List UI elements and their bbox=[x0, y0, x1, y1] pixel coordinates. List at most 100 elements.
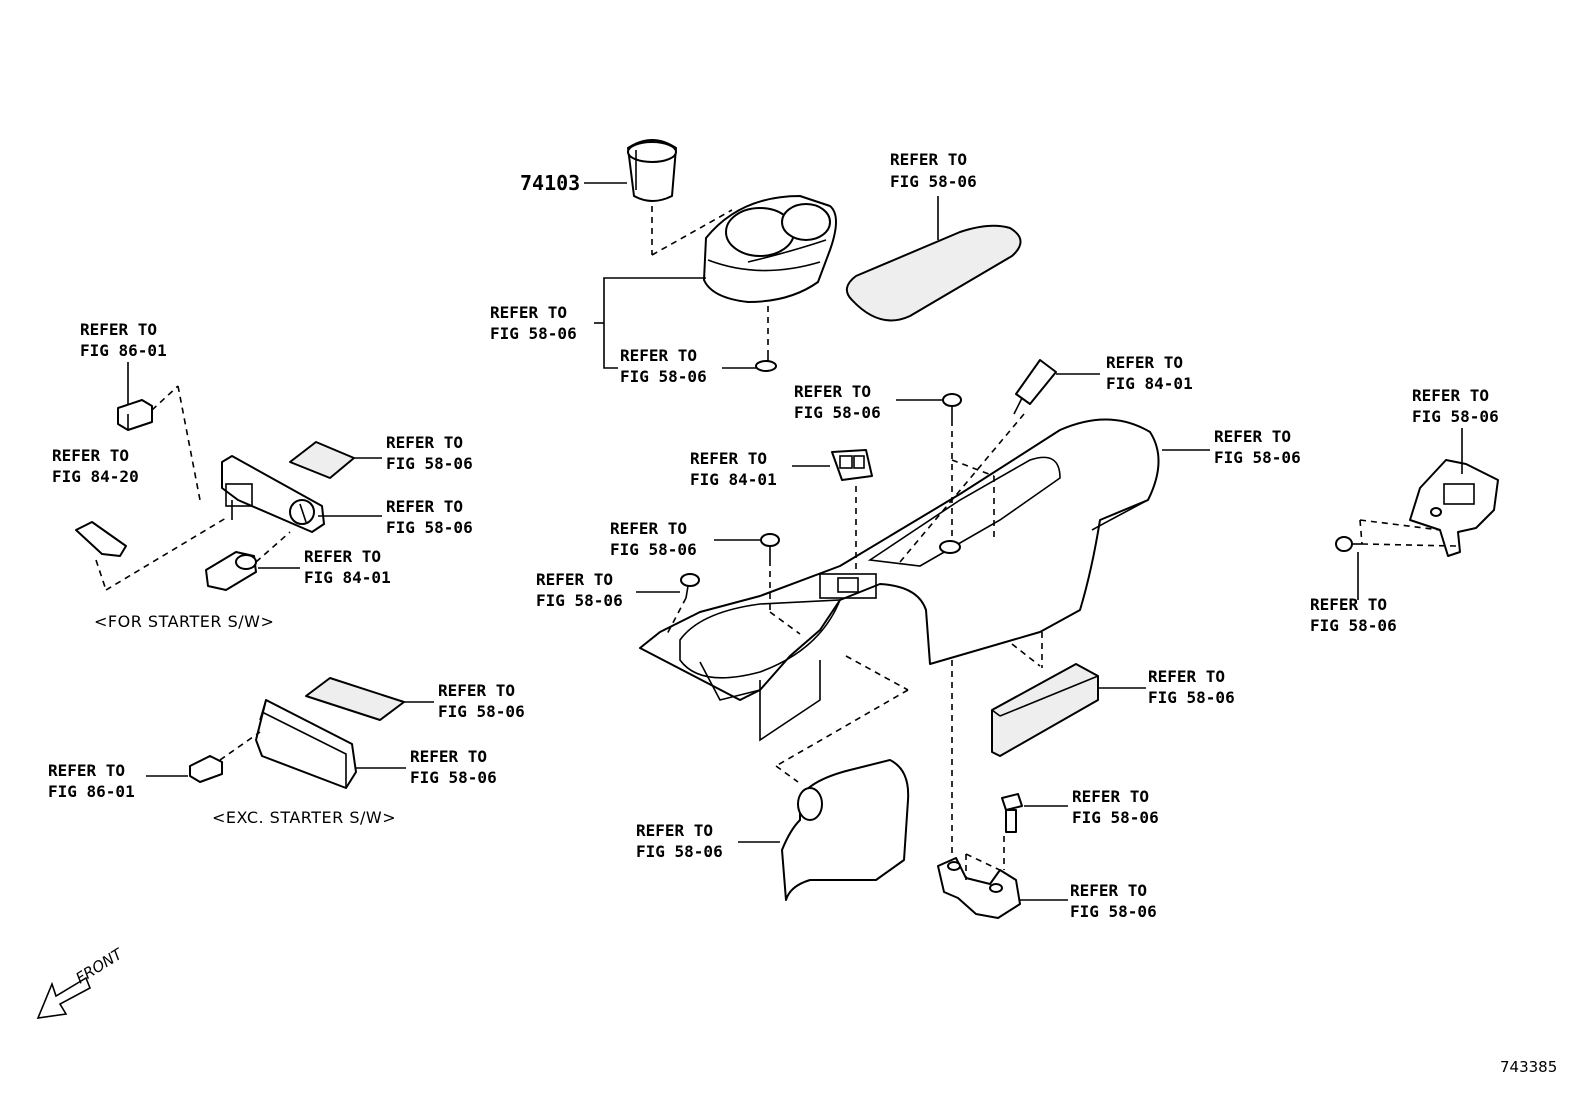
callout-right-bracket: REFER TO FIG 58-06 bbox=[1412, 386, 1499, 426]
shift-boot[interactable] bbox=[781, 759, 910, 901]
svg-text:FIG 58-06: FIG 58-06 bbox=[794, 403, 881, 422]
svg-text:REFER TO: REFER TO bbox=[386, 433, 463, 452]
svg-text:FIG 84-20: FIG 84-20 bbox=[52, 467, 139, 486]
callout-top-connector: REFER TO FIG 84-01 bbox=[1106, 353, 1193, 393]
svg-text:FIG 58-06: FIG 58-06 bbox=[890, 172, 977, 191]
callout-bottom-bracket: REFER TO FIG 58-06 bbox=[1070, 881, 1157, 921]
console-box[interactable] bbox=[639, 418, 1160, 742]
bottom-bracket[interactable] bbox=[937, 857, 1021, 919]
starter-panel[interactable] bbox=[221, 455, 325, 533]
svg-text:FIG 58-06: FIG 58-06 bbox=[1412, 407, 1499, 426]
callout-screw-left-1: REFER TO FIG 58-06 bbox=[610, 519, 697, 559]
svg-text:REFER TO: REFER TO bbox=[48, 761, 125, 780]
exc-box[interactable] bbox=[255, 699, 357, 789]
callout-boot: REFER TO FIG 58-06 bbox=[636, 821, 723, 861]
front-label: FRONT bbox=[73, 944, 128, 987]
svg-text:FIG 84-01: FIG 84-01 bbox=[1106, 374, 1193, 393]
callout-84-20: REFER TO FIG 84-20 bbox=[52, 446, 139, 486]
svg-text:FIG 58-06: FIG 58-06 bbox=[636, 842, 723, 861]
callout-pad: REFER TO FIG 58-06 bbox=[1148, 667, 1235, 707]
svg-text:REFER TO: REFER TO bbox=[52, 446, 129, 465]
screw[interactable] bbox=[755, 350, 777, 372]
nut[interactable] bbox=[1335, 536, 1362, 552]
svg-text:REFER TO: REFER TO bbox=[1214, 427, 1291, 446]
callout-switch: REFER TO FIG 84-01 bbox=[690, 449, 777, 489]
callout-exc-box: REFER TO FIG 58-06 bbox=[410, 747, 497, 787]
callout-cup-holder: REFER TO FIG 58-06 bbox=[490, 303, 577, 343]
mat-small[interactable] bbox=[289, 441, 355, 479]
front-arrow-icon bbox=[36, 976, 92, 1019]
callout-panel-a: REFER TO FIG 58-06 bbox=[386, 433, 473, 473]
svg-text:REFER TO: REFER TO bbox=[1072, 787, 1149, 806]
svg-text:FIG 58-06: FIG 58-06 bbox=[610, 540, 697, 559]
svg-text:REFER TO: REFER TO bbox=[1412, 386, 1489, 405]
exc-mat[interactable] bbox=[305, 677, 405, 721]
svg-text:REFER TO: REFER TO bbox=[1148, 667, 1225, 686]
svg-text:REFER TO: REFER TO bbox=[410, 747, 487, 766]
svg-text:REFER TO: REFER TO bbox=[610, 519, 687, 538]
caption-for-starter: <FOR STARTER S/W> bbox=[94, 612, 274, 631]
console-pad[interactable] bbox=[991, 663, 1099, 757]
svg-text:FIG 58-06: FIG 58-06 bbox=[490, 324, 577, 343]
connector[interactable] bbox=[1013, 359, 1057, 415]
starter-switch[interactable] bbox=[117, 399, 153, 431]
exc-switch[interactable] bbox=[189, 755, 223, 783]
svg-text:REFER TO: REFER TO bbox=[636, 821, 713, 840]
screw-center[interactable] bbox=[942, 393, 962, 420]
svg-text:REFER TO: REFER TO bbox=[386, 497, 463, 516]
svg-text:FIG 86-01: FIG 86-01 bbox=[80, 341, 167, 360]
callout-exc-86: REFER TO FIG 86-01 bbox=[48, 761, 135, 801]
svg-text:REFER TO: REFER TO bbox=[438, 681, 515, 700]
svg-text:FIG 58-06: FIG 58-06 bbox=[536, 591, 623, 610]
callout-screw-left-2: REFER TO FIG 58-06 bbox=[536, 570, 623, 610]
svg-text:REFER TO: REFER TO bbox=[620, 346, 697, 365]
callout-mat: REFER TO FIG 58-06 bbox=[890, 150, 977, 191]
bolt[interactable] bbox=[1001, 793, 1023, 833]
svg-text:FIG 58-06: FIG 58-06 bbox=[386, 454, 473, 473]
svg-text:FIG 58-06: FIG 58-06 bbox=[1310, 616, 1397, 635]
callout-console-body: REFER TO FIG 58-06 bbox=[1214, 427, 1301, 467]
callout-socket: REFER TO FIG 84-01 bbox=[304, 547, 391, 587]
svg-text:REFER TO: REFER TO bbox=[490, 303, 567, 322]
diagram-id: 743385 bbox=[1500, 1058, 1557, 1076]
callout-nut: REFER TO FIG 58-06 bbox=[1310, 595, 1397, 635]
svg-text:REFER TO: REFER TO bbox=[1310, 595, 1387, 614]
svg-text:FIG 58-06: FIG 58-06 bbox=[1072, 808, 1159, 827]
key-part[interactable] bbox=[75, 521, 127, 557]
svg-text:FIG 86-01: FIG 86-01 bbox=[48, 782, 135, 801]
svg-text:FIG 58-06: FIG 58-06 bbox=[438, 702, 525, 721]
svg-text:REFER TO: REFER TO bbox=[80, 320, 157, 339]
console-mat[interactable] bbox=[845, 224, 1022, 322]
callout-bolt: REFER TO FIG 58-06 bbox=[1072, 787, 1159, 827]
power-socket[interactable] bbox=[205, 551, 257, 591]
svg-text:FIG 84-01: FIG 84-01 bbox=[690, 470, 777, 489]
svg-text:REFER TO: REFER TO bbox=[1106, 353, 1183, 372]
svg-text:FIG 58-06: FIG 58-06 bbox=[620, 367, 707, 386]
svg-text:REFER TO: REFER TO bbox=[890, 150, 967, 169]
callout-panel-b: REFER TO FIG 58-06 bbox=[386, 497, 473, 537]
callout-starter-86: REFER TO FIG 86-01 bbox=[80, 320, 167, 360]
part-number-label: 74103 bbox=[520, 171, 580, 195]
svg-text:FIG 58-06: FIG 58-06 bbox=[1070, 902, 1157, 921]
svg-text:FIG 58-06: FIG 58-06 bbox=[1148, 688, 1235, 707]
svg-text:REFER TO: REFER TO bbox=[536, 570, 613, 589]
svg-text:REFER TO: REFER TO bbox=[690, 449, 767, 468]
svg-text:FIG 58-06: FIG 58-06 bbox=[1214, 448, 1301, 467]
switch[interactable] bbox=[831, 449, 873, 481]
callout-exc-mat: REFER TO FIG 58-06 bbox=[438, 681, 525, 721]
cup-holder[interactable] bbox=[703, 195, 837, 303]
caption-exc-starter: <EXC. STARTER S/W> bbox=[212, 808, 396, 827]
svg-text:FIG 58-06: FIG 58-06 bbox=[410, 768, 497, 787]
screw-left-2[interactable] bbox=[680, 573, 700, 599]
svg-text:REFER TO: REFER TO bbox=[1070, 881, 1147, 900]
svg-text:FIG 58-06: FIG 58-06 bbox=[386, 518, 473, 537]
shift-knob[interactable] bbox=[627, 139, 677, 202]
svg-text:FIG 84-01: FIG 84-01 bbox=[304, 568, 391, 587]
callout-center-screw: REFER TO FIG 58-06 bbox=[794, 382, 881, 422]
right-bracket[interactable] bbox=[1409, 459, 1499, 557]
svg-text:REFER TO: REFER TO bbox=[794, 382, 871, 401]
screw-left-1[interactable] bbox=[760, 533, 780, 560]
svg-text:REFER TO: REFER TO bbox=[304, 547, 381, 566]
